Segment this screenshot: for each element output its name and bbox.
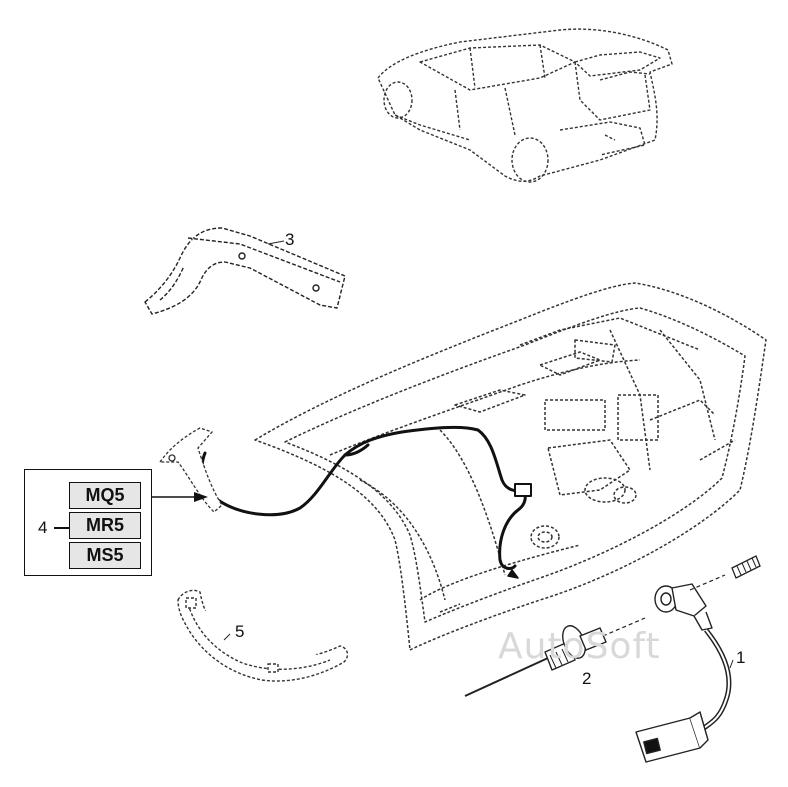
part-2-bolt [464,617,646,697]
variant-code-mr5: MR5 [69,512,141,539]
spring-guide-line [689,574,726,591]
callout-leaders [223,240,734,669]
callout-1: 1 [736,648,746,667]
part-5-trim-strip [177,589,349,682]
variant-code-mq5: MQ5 [69,482,141,509]
car-illustration [377,28,673,183]
variant-code-ms5: MS5 [69,542,141,569]
callout-3: 3 [285,230,295,249]
part-3-bracket [144,227,346,315]
watermark-text: AutoSoft [498,626,661,667]
callout-4: 4 [38,518,48,537]
callout-5: 5 [235,622,245,641]
harness-pointer-arrow [152,492,208,502]
part-4-wiring-harness [200,425,532,579]
callout-2: 2 [582,669,592,688]
part-1-lamp-socket [635,583,732,763]
hinge-stub [158,427,223,513]
callout-4-leader [54,527,70,529]
spring-part [731,555,761,579]
